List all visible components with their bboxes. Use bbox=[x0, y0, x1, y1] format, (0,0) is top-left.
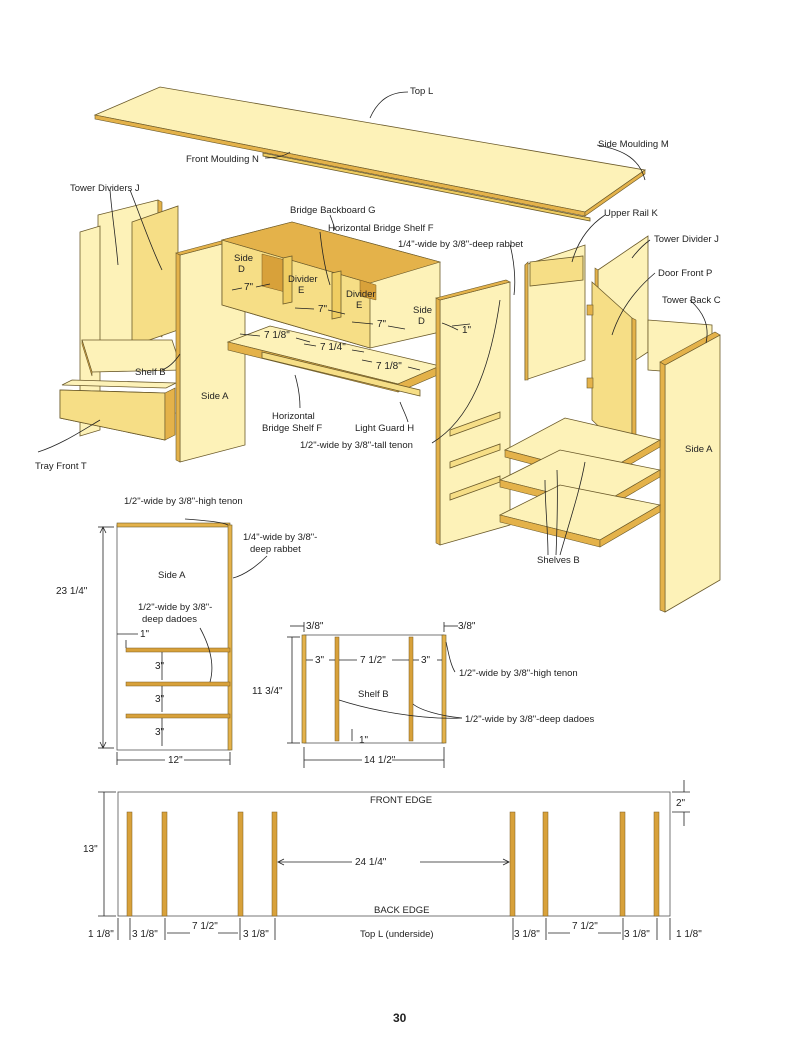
left-shelf-b bbox=[81, 339, 183, 377]
top-d-3-1-8-c: 3 1/8" bbox=[514, 929, 540, 940]
shelf-b-dado-note: 1/2"-wide by 3/8"-deep dadoes bbox=[465, 714, 595, 725]
label-shelf-b: Shelf B bbox=[135, 367, 166, 378]
label-light-guard-h: Light Guard H bbox=[355, 423, 414, 434]
dim-7-b: 7" bbox=[318, 304, 328, 315]
dim-7-a: 7" bbox=[244, 282, 254, 293]
label-tray-front-t: Tray Front T bbox=[35, 461, 87, 472]
top-end-left: 1 1/8" bbox=[88, 929, 114, 940]
top-d-3-1-8-d: 3 1/8" bbox=[624, 929, 650, 940]
side-a-dado-note-2: deep dadoes bbox=[142, 614, 197, 625]
label-divider-e-2b: E bbox=[356, 300, 362, 311]
side-a-inset: 1" bbox=[140, 629, 150, 640]
top-l-plan-drawing bbox=[98, 780, 690, 940]
label-rabbet-note: 1/4"-wide by 3/8"-deep rabbet bbox=[398, 239, 523, 250]
shelf-b-inset: 1" bbox=[359, 735, 369, 746]
label-tower-divider-j: Tower Divider J bbox=[654, 234, 719, 245]
label-side-moulding-m: Side Moulding M bbox=[598, 139, 669, 150]
side-a-gap-3: 3" bbox=[155, 727, 165, 738]
label-front-moulding-n: Front Moulding N bbox=[186, 154, 259, 165]
label-bridge-backboard-g: Bridge Backboard G bbox=[290, 205, 376, 216]
top-caption: Top L (underside) bbox=[360, 929, 434, 940]
shelf-b-offset-left: 3" bbox=[315, 655, 325, 666]
label-divider-e-2a: Divider bbox=[346, 289, 376, 300]
side-a-dado-note-1: 1/2"-wide by 3/8"- bbox=[138, 602, 212, 613]
shelf-b-tenon-note: 1/2"-wide by 3/8"-high tenon bbox=[459, 668, 578, 679]
side-a-rabbet-note-1: 1/4"-wide by 3/8"- bbox=[243, 532, 317, 543]
light-guard-h bbox=[261, 351, 421, 397]
dim-7-1-8-b: 7 1/8" bbox=[376, 361, 402, 372]
page-number: 30 bbox=[393, 1011, 407, 1025]
label-side-a-right: Side A bbox=[685, 444, 713, 455]
right-tower-front-panel bbox=[435, 279, 511, 546]
shelf-b-edge-left: 3/8" bbox=[306, 621, 324, 632]
shelf-b-center-gap: 7 1/2" bbox=[360, 655, 386, 666]
side-a-rabbet-note-2: deep rabbet bbox=[250, 544, 301, 555]
label-horizontal-bridge-shelf-f-bottom-1: Horizontal bbox=[272, 411, 315, 422]
label-tower-dividers-j: Tower Dividers J bbox=[70, 183, 140, 194]
shelf-b-height: 11 3/4" bbox=[252, 686, 283, 697]
label-tenon-note: 1/2"-wide by 3/8"-tall tenon bbox=[300, 440, 413, 451]
shelf-b-width: 14 1/2" bbox=[364, 755, 396, 766]
top-d-3-1-8-b: 3 1/8" bbox=[243, 929, 269, 940]
dim-1: 1" bbox=[462, 325, 472, 336]
side-a-tenon-note: 1/2"-wide by 3/8"-high tenon bbox=[124, 496, 243, 507]
right-shelves-b bbox=[498, 417, 662, 548]
label-side-d-right-1: Side bbox=[413, 305, 432, 316]
door-front-p bbox=[586, 281, 637, 461]
label-side-d-right-2: D bbox=[418, 316, 425, 327]
label-upper-rail-k: Upper Rail K bbox=[604, 208, 659, 219]
dim-7-1-8-a: 7 1/8" bbox=[264, 330, 290, 341]
label-divider-e-1b: E bbox=[298, 285, 304, 296]
label-horizontal-bridge-shelf-f-bottom-2: Bridge Shelf F bbox=[262, 423, 322, 434]
label-side-d-left-2: D bbox=[238, 264, 245, 275]
side-a-width: 12" bbox=[168, 755, 183, 766]
tower-dividers-j bbox=[97, 199, 179, 351]
bridge-backboard-g bbox=[220, 221, 442, 349]
top-d-3-1-8-a: 3 1/8" bbox=[132, 929, 158, 940]
label-side-a-left: Side A bbox=[201, 391, 229, 402]
label-side-d-left-1: Side bbox=[234, 253, 253, 264]
side-a-plan-drawing bbox=[98, 518, 268, 765]
dim-7-c: 7" bbox=[377, 319, 387, 330]
dim-7-1-4: 7 1/4" bbox=[320, 342, 346, 353]
top-end-right: 1 1/8" bbox=[676, 929, 702, 940]
label-top-l: Top L bbox=[410, 86, 433, 97]
label-horizontal-bridge-shelf-f-top: Horizontal Bridge Shelf F bbox=[328, 223, 434, 234]
top-front-offset: 2" bbox=[676, 798, 686, 809]
label-divider-e-1a: Divider bbox=[288, 274, 318, 285]
side-a-gap-2: 3" bbox=[155, 694, 165, 705]
label-tower-back-c: Tower Back C bbox=[662, 295, 721, 306]
top-d-7-1-2-b: 7 1/2" bbox=[572, 921, 598, 932]
label-door-front-p: Door Front P bbox=[658, 268, 712, 279]
exploded-view bbox=[37, 86, 721, 613]
label-shelves-b: Shelves B bbox=[537, 555, 580, 566]
top-center-span: 24 1/4" bbox=[355, 857, 387, 868]
upper-rail-k bbox=[524, 244, 586, 381]
shelf-b-offset-right: 3" bbox=[421, 655, 431, 666]
top-back-edge: BACK EDGE bbox=[374, 905, 429, 916]
right-side-a-panel bbox=[659, 331, 721, 613]
top-depth: 13" bbox=[83, 844, 98, 855]
top-front-edge: FRONT EDGE bbox=[370, 795, 432, 806]
shelf-b-plan-drawing bbox=[287, 622, 463, 768]
side-a-height: 23 1/4" bbox=[56, 586, 88, 597]
top-d-7-1-2-a: 7 1/2" bbox=[192, 921, 218, 932]
side-a-title: Side A bbox=[158, 570, 186, 581]
side-a-gap-1: 3" bbox=[155, 661, 165, 672]
shelf-b-title: Shelf B bbox=[358, 689, 389, 700]
front-moulding-n bbox=[262, 152, 591, 222]
top-l-board bbox=[93, 86, 647, 217]
tray-front-t bbox=[59, 379, 177, 441]
shelf-b-edge-right: 3/8" bbox=[458, 621, 476, 632]
